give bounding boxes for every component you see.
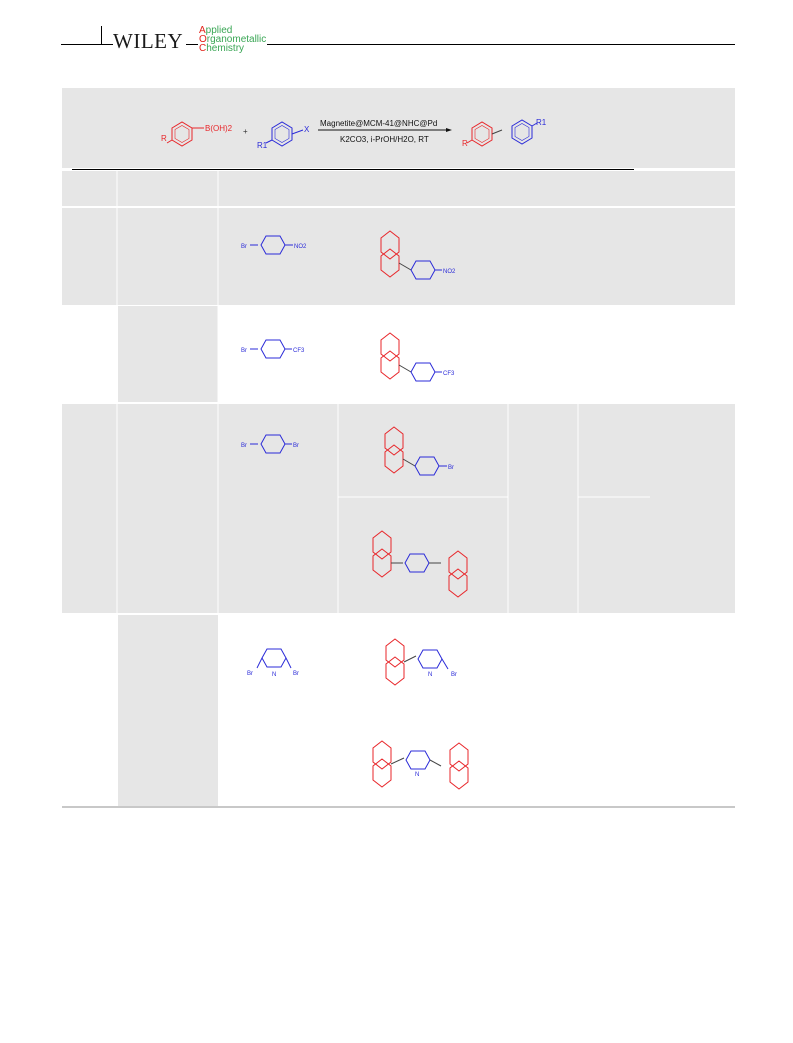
table-bottom-rule	[62, 806, 735, 808]
header-rule-right	[267, 44, 735, 45]
svg-text:R1: R1	[536, 118, 547, 127]
svg-text:R: R	[462, 139, 468, 148]
svg-text:Br: Br	[241, 443, 247, 449]
svg-text:NO2: NO2	[294, 244, 307, 250]
row2-product: CF3	[380, 332, 455, 382]
svg-text:CF3: CF3	[293, 348, 305, 354]
row3-product-mono: Br	[384, 426, 454, 476]
header-rule-tick	[101, 26, 102, 45]
scheme-conditions: K2CO3, i-PrOH/H2O, RT	[340, 135, 429, 144]
scheme-r1-label: R1	[257, 141, 268, 150]
svg-text:Br: Br	[241, 348, 247, 354]
svg-text:CF3: CF3	[443, 371, 455, 377]
row1-substrate: Br NO2	[241, 235, 307, 255]
row2-substrate: Br CF3	[241, 339, 305, 359]
journal-logo: Applied Organometallic Chemistry	[199, 25, 267, 54]
svg-text:N: N	[415, 772, 419, 778]
scheme-product: R R1	[462, 118, 547, 148]
row4-product-bis: N	[372, 740, 469, 790]
scheme-aryl-halide: X R1	[257, 121, 310, 150]
publisher-logo: WILEY	[113, 29, 184, 53]
table-row-band-3	[62, 404, 735, 613]
svg-text:Br: Br	[448, 465, 454, 471]
svg-text:Br: Br	[451, 672, 457, 678]
table-title-band	[62, 88, 735, 168]
row1-product: NO2	[380, 230, 456, 280]
header-rule-dash	[186, 44, 198, 45]
svg-text:N: N	[272, 672, 276, 678]
svg-text:N: N	[428, 672, 432, 678]
table-row-2-cell	[118, 306, 218, 402]
row3-substrate: Br Br	[241, 434, 299, 454]
svg-text:Br: Br	[293, 443, 299, 449]
scheme-rule	[72, 169, 634, 170]
row3-product-bis	[372, 530, 468, 598]
scheme-r-label: R	[161, 134, 167, 143]
svg-text:Br: Br	[241, 244, 247, 250]
header-rule-left	[61, 44, 113, 45]
scheme-catalyst: Magnetite@MCM-41@NHC@Pd	[320, 119, 437, 128]
scheme-plus: +	[243, 127, 248, 136]
row4-substrate: Br N Br	[247, 648, 299, 678]
svg-text:NO2: NO2	[443, 269, 456, 275]
table-row-4-cell	[118, 615, 218, 806]
svg-text:Br: Br	[293, 671, 299, 677]
table-header-band	[62, 171, 735, 206]
svg-text:Br: Br	[247, 671, 253, 677]
scheme-arylboronic-acid: R B(OH)2	[161, 121, 233, 147]
row4-product-mono: N Br	[385, 638, 457, 686]
scheme-boronic-label: B(OH)2	[205, 124, 233, 133]
scheme-x-label: X	[304, 125, 310, 134]
